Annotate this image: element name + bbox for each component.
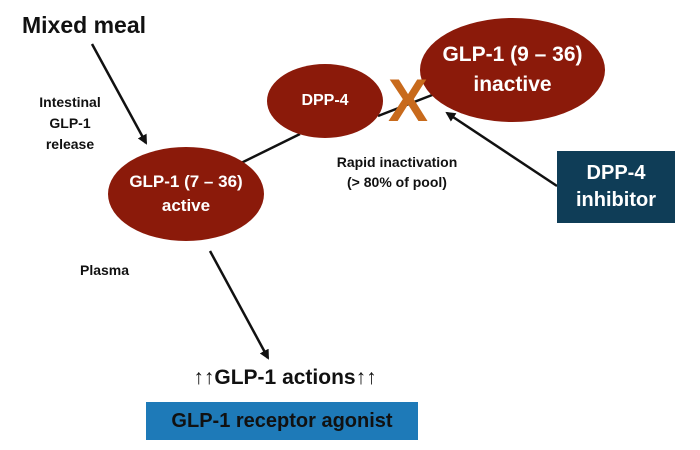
active-to-dpp4-line — [234, 132, 301, 168]
glp1-inactive-node: GLP-1 (9 – 36) inactive — [420, 18, 605, 122]
rapid-inactivation-label: Rapid inactivation (> 80% of pool) — [312, 152, 482, 192]
inhibitor-to-inactive-arrow — [445, 111, 558, 188]
intestinal-release-label: Intestinal GLP-1 release — [20, 92, 120, 155]
active-to-actions-arrow — [208, 250, 270, 360]
agonist-label: GLP-1 receptor agonist — [171, 409, 393, 432]
rapid-line-1: Rapid inactivation — [336, 154, 458, 170]
release-line-3: release — [45, 136, 95, 152]
block-x-mark: X — [387, 67, 429, 134]
inactive-node-line-2: inactive — [473, 73, 552, 96]
meal-title: Mixed meal — [22, 12, 146, 38]
dpp4-inhibitor-box: DPP-4 inhibitor — [557, 151, 675, 223]
glp1-active-node: GLP-1 (7 – 36) active — [108, 147, 264, 241]
release-line-2: GLP-1 — [49, 115, 91, 131]
inhibitor-line-1: DPP-4 — [586, 162, 646, 184]
plasma-label: Plasma — [80, 262, 130, 278]
inhibitor-line-2: inhibitor — [576, 189, 656, 211]
inactive-node-line-1: GLP-1 (9 – 36) — [442, 43, 583, 66]
glp1-receptor-agonist-box: GLP-1 receptor agonist — [146, 402, 418, 440]
rapid-line-2: (> 80% of pool) — [347, 174, 447, 190]
meal-to-active-arrow — [90, 43, 148, 145]
glp1-actions-label: ↑↑GLP-1 actions↑↑ — [193, 366, 377, 389]
release-line-1: Intestinal — [39, 94, 101, 110]
active-node-line-2: active — [161, 196, 211, 215]
active-node-line-1: GLP-1 (7 – 36) — [129, 172, 243, 191]
dpp4-node-label: DPP-4 — [301, 92, 349, 109]
dpp4-node: DPP-4 — [267, 64, 383, 138]
